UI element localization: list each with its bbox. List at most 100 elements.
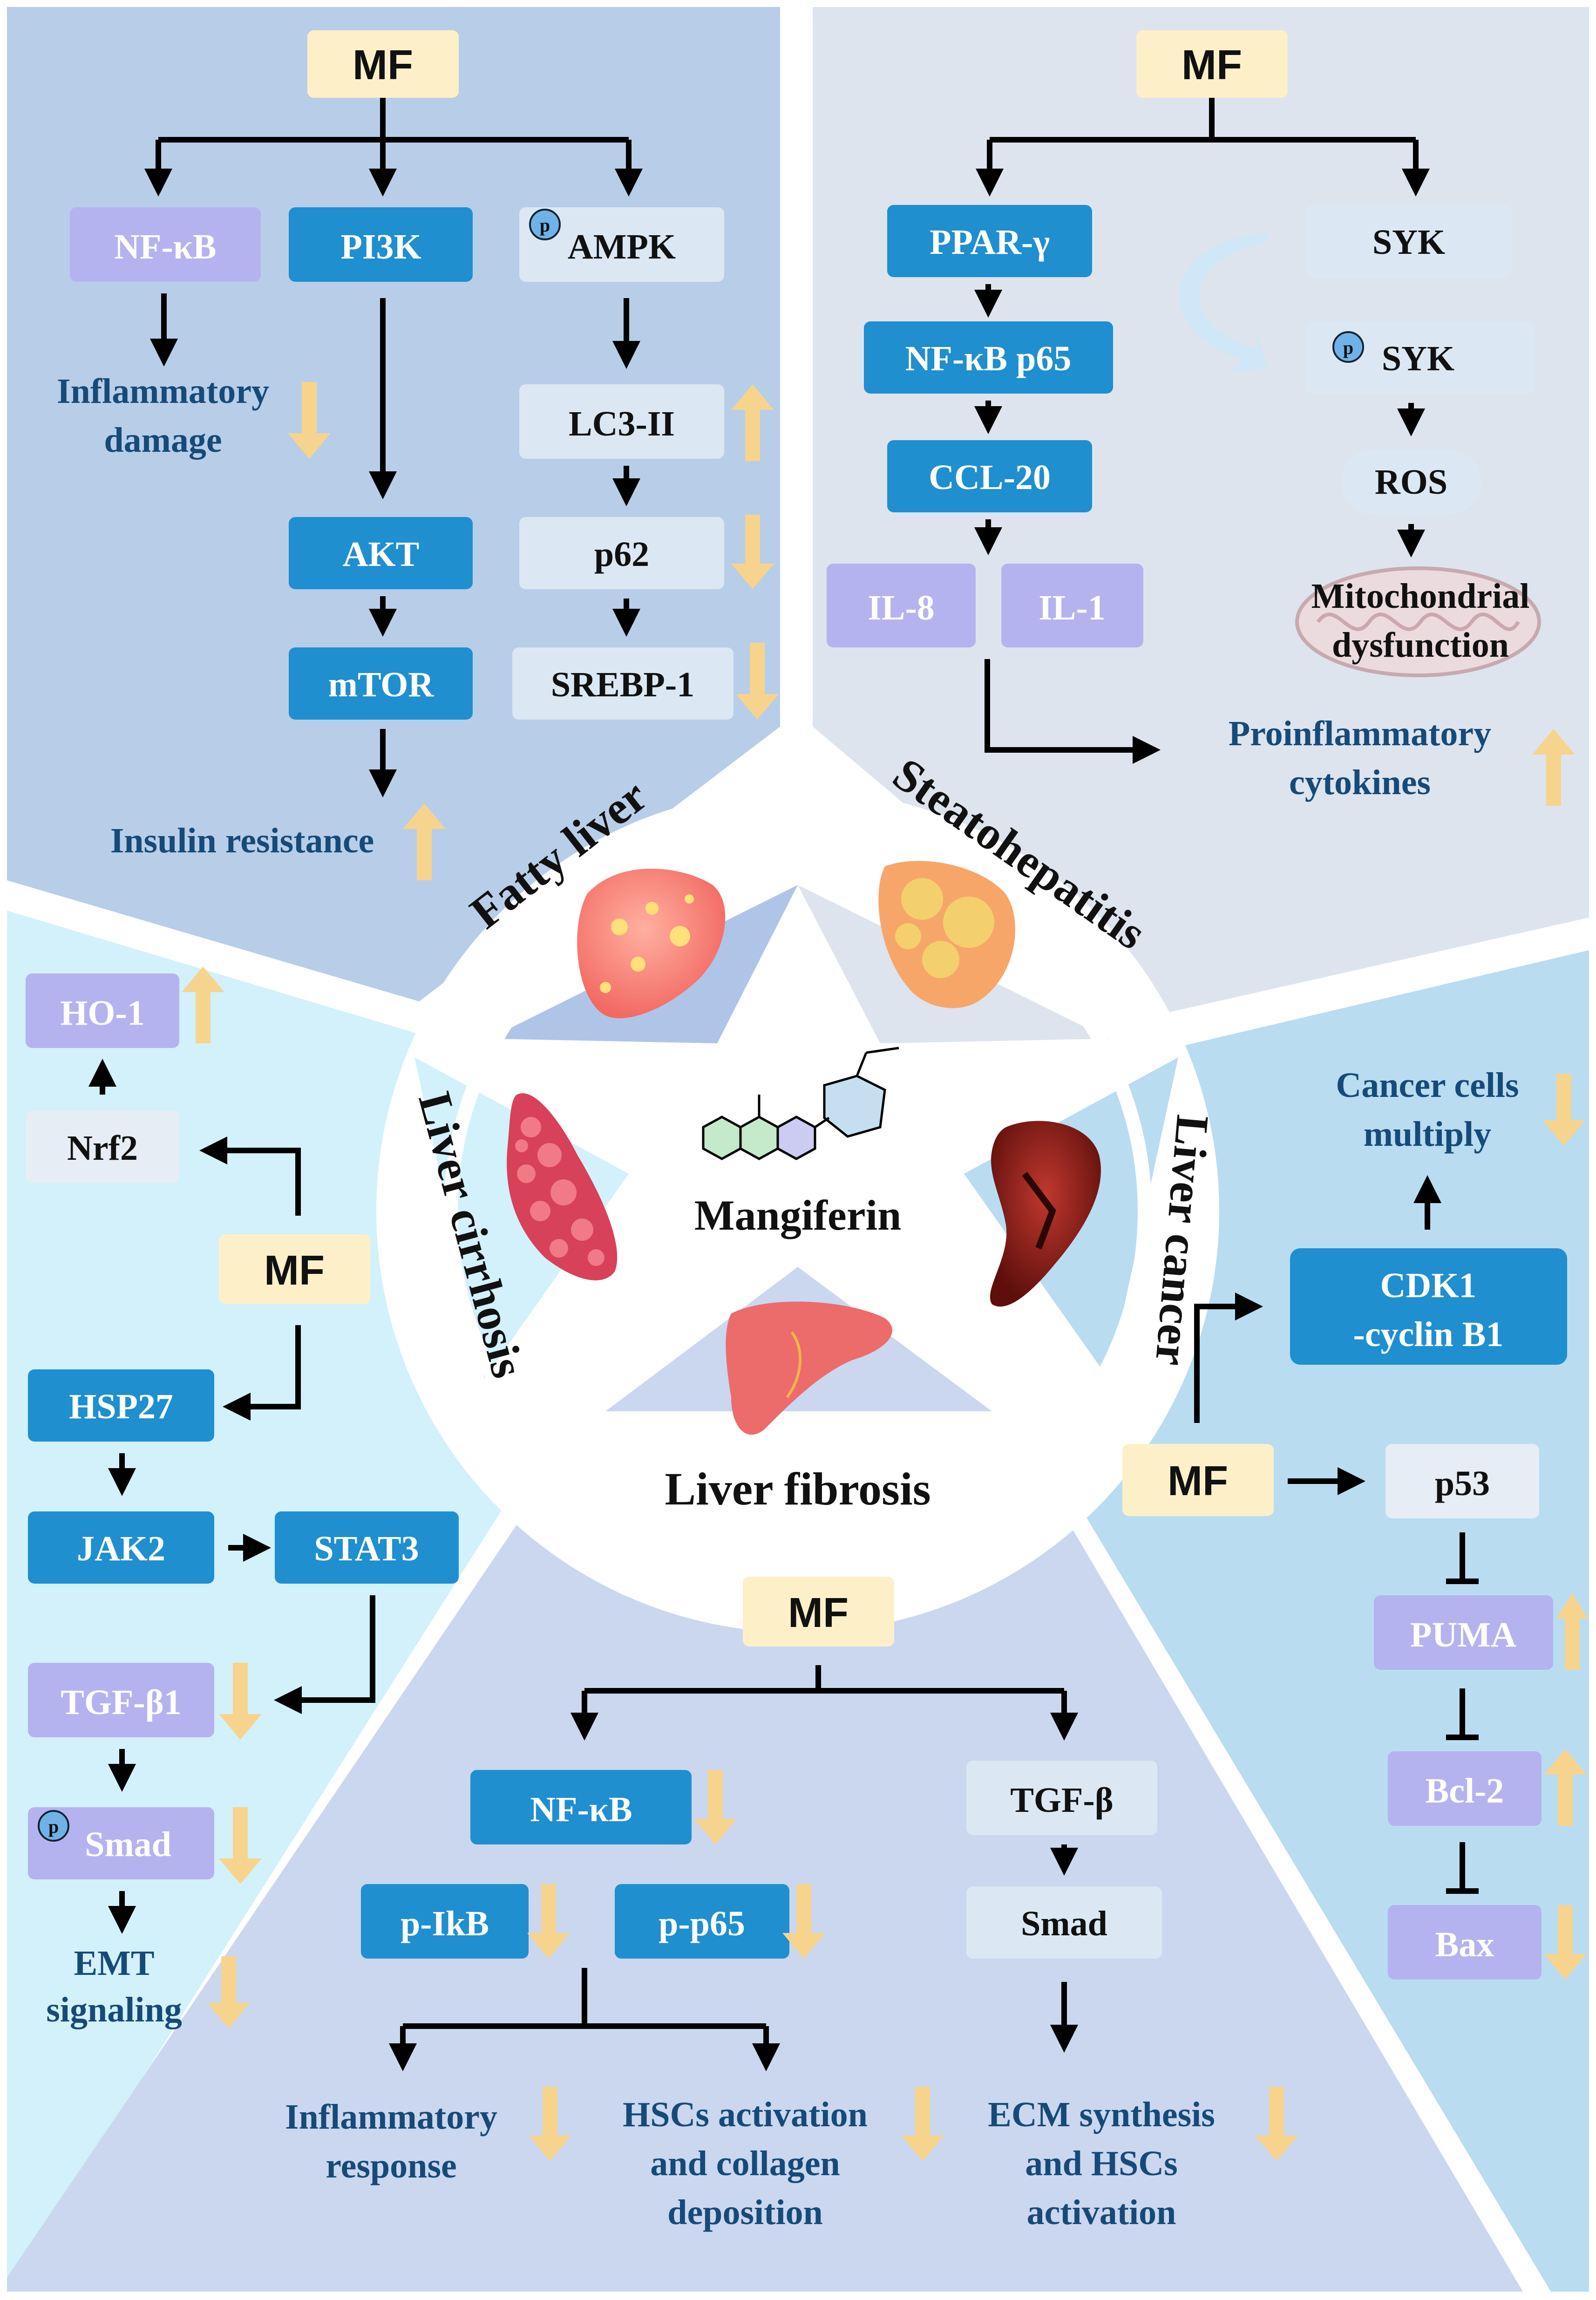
- cirrhosis-nrf2-label: Nrf2: [67, 1129, 138, 1168]
- cancer-puma-up-arrow: [1556, 1593, 1588, 1670]
- cirrhosis-smad-phospho-icon: [38, 1810, 69, 1842]
- fatty-akt-label: AKT: [343, 535, 420, 574]
- fibrosis-ecm-3: activation: [1027, 2193, 1176, 2232]
- cancer-bax-label: Bax: [1435, 1925, 1494, 1964]
- cancer-cdk1-1: CDK1: [1380, 1266, 1477, 1305]
- fatty-nfkb-label: NF-κB: [114, 227, 217, 266]
- fibrosis-pp65-box: [615, 1884, 789, 1959]
- fibrosis-pp65-down-arrow: [782, 1884, 825, 1959]
- steato-cytokines-up-arrow: [1532, 729, 1575, 806]
- fibrosis-hsc-3: deposition: [667, 2193, 823, 2232]
- fibrosis-nfkb-box: [470, 1770, 692, 1844]
- steato-ros-box: [1341, 449, 1481, 515]
- cirrhosis-smad-phospho-label: p: [48, 1816, 59, 1837]
- fibrosis-hsc-down-arrow: [901, 2087, 944, 2161]
- steato-cytokines-2: cytokines: [1289, 763, 1431, 802]
- steato-ros-label: ROS: [1375, 463, 1447, 502]
- cirrhosis-hsp27-box: [28, 1369, 214, 1442]
- fatty-insulin-resistance: Insulin resistance: [110, 821, 374, 860]
- fibrosis-inflam-down-arrow: [529, 2087, 571, 2161]
- fatty-ampk-box: [519, 207, 724, 282]
- fibrosis-inflam-1: Inflammatory: [285, 2097, 497, 2137]
- fibrosis-ecm-down-arrow: [1255, 2087, 1298, 2161]
- mangiferin-label: Mangiferin: [694, 1191, 902, 1239]
- steato-psyk-phospho-icon: [1332, 331, 1364, 363]
- fibrosis-pikb-box: [361, 1884, 529, 1959]
- cirrhosis-smad-down-arrow: [219, 1807, 262, 1884]
- cirrhosis-ho1-label: HO-1: [60, 993, 145, 1033]
- wheel-inner-border: [444, 857, 1152, 1565]
- fatty-lc3-label: LC3-II: [569, 404, 675, 443]
- fibrosis-pikb-label: p-IkB: [401, 1904, 489, 1943]
- steatohepatitis-pathway: MF PPAR-γ NF-κB p65 CCL-20 IL-8 IL-1 Pro…: [827, 30, 1575, 806]
- steato-curved-arrow-icon: [1180, 233, 1267, 373]
- cirrhosis-tgfb1-down-arrow: [219, 1663, 262, 1740]
- fibrosis-ecm-2: and HSCs: [1025, 2144, 1177, 2183]
- fibrosis-mf-label: MF: [788, 1590, 849, 1636]
- liver-cirrhosis-icon: [507, 1093, 618, 1280]
- fatty-akt-box: [289, 517, 473, 589]
- fibrosis-smad-box: [966, 1886, 1162, 1959]
- liver-fibrosis-icon: [726, 1301, 892, 1435]
- steato-il1-box: [1001, 564, 1143, 647]
- steato-psyk-phospho-label: p: [1343, 337, 1353, 358]
- fatty-srebp-box: [512, 647, 733, 720]
- cancer-bcl2-up-arrow: [1544, 1749, 1587, 1826]
- cancer-cells-1: Cancer cells: [1336, 1066, 1519, 1105]
- steato-ccl20-label: CCL-20: [929, 458, 1051, 497]
- fatty-ampk-phospho-icon: [529, 209, 561, 240]
- fatty-inflammatory-1: Inflammatory: [57, 372, 269, 411]
- cancer-puma-box: [1374, 1595, 1553, 1670]
- fibrosis-tgfb-label: TGF-β: [1010, 1781, 1114, 1820]
- cancer-p53-box: [1385, 1444, 1539, 1518]
- steato-cytokines-1: Proinflammatory: [1229, 714, 1491, 753]
- steato-ccl20-box: [887, 440, 1092, 512]
- fatty-pi3k-label: PI3K: [340, 227, 421, 266]
- steato-mito-2: dysfunction: [1332, 626, 1509, 665]
- fatty-p62-box: [519, 517, 724, 589]
- liver-cirrhosis-pathway: HO-1 Nrf2 MF HSP27 JAK2 STAT3 TGF-β1 p S…: [26, 966, 459, 2029]
- steato-il8-label: IL-8: [868, 588, 935, 627]
- cirrhosis-jak2-label: JAK2: [77, 1529, 165, 1568]
- cancer-cdk1-2: -cyclin B1: [1353, 1315, 1504, 1354]
- cirrhosis-jak2-box: [28, 1511, 214, 1584]
- steato-mito-1: Mitochondrial: [1311, 577, 1530, 616]
- fibrosis-pikb-down-arrow: [527, 1884, 570, 1959]
- mangiferin-structure-icon: [702, 1047, 899, 1160]
- fatty-lc3-up-arrow: [731, 384, 774, 461]
- cancer-puma-label: PUMA: [1410, 1615, 1516, 1654]
- fatty-ampk-label: AMPK: [568, 227, 676, 266]
- fatty-p62-label: p62: [594, 535, 649, 574]
- cirrhosis-smad-box: [28, 1807, 214, 1879]
- cancer-mf-label: MF: [1168, 1458, 1228, 1504]
- cirrhosis-smad-label: Smad: [85, 1825, 171, 1864]
- cirrhosis-mf-box: [219, 1234, 370, 1304]
- cirrhosis-nrf2-box: [26, 1111, 179, 1183]
- cirrhosis-stat3-label: STAT3: [314, 1529, 419, 1568]
- steato-nfkb-p65-box: [864, 321, 1113, 394]
- central-wheel: Mangiferin Fatty liver Steatohepatitis L…: [376, 748, 1219, 1633]
- fibrosis-hsc-2: and collagen: [650, 2144, 840, 2183]
- liver-cancer-icon: [990, 1121, 1101, 1307]
- ring-label-liver-fibrosis: Liver fibrosis: [665, 1463, 930, 1515]
- cirrhosis-ho1-box: [26, 973, 179, 1048]
- steato-syk-label: SYK: [1372, 223, 1445, 262]
- fibrosis-tgfb-box: [966, 1761, 1157, 1835]
- fibrosis-inflam-2: response: [326, 2146, 457, 2185]
- fatty-mf-label: MF: [353, 42, 413, 88]
- fatty-mtor-label: mTOR: [328, 665, 435, 704]
- fatty-srebp-label: SREBP-1: [551, 665, 694, 704]
- cirrhosis-stat3-box: [275, 1511, 459, 1584]
- steato-syk-box: [1306, 205, 1511, 277]
- fibrosis-smad-label: Smad: [1021, 1904, 1107, 1943]
- fatty-inflammatory-2: damage: [104, 421, 222, 460]
- fibrosis-ecm-1: ECM synthesis: [988, 2095, 1215, 2134]
- cancer-mf-box: [1122, 1444, 1274, 1516]
- steato-mf-label: MF: [1182, 42, 1242, 88]
- fibrosis-hsc-1: HSCs activation: [623, 2095, 868, 2134]
- fatty-insulin-up-arrow: [403, 803, 446, 880]
- steato-il1-label: IL-1: [1039, 588, 1106, 627]
- fatty-inflammatory-down-arrow: [288, 382, 331, 459]
- fatty-mf-box: [307, 30, 459, 98]
